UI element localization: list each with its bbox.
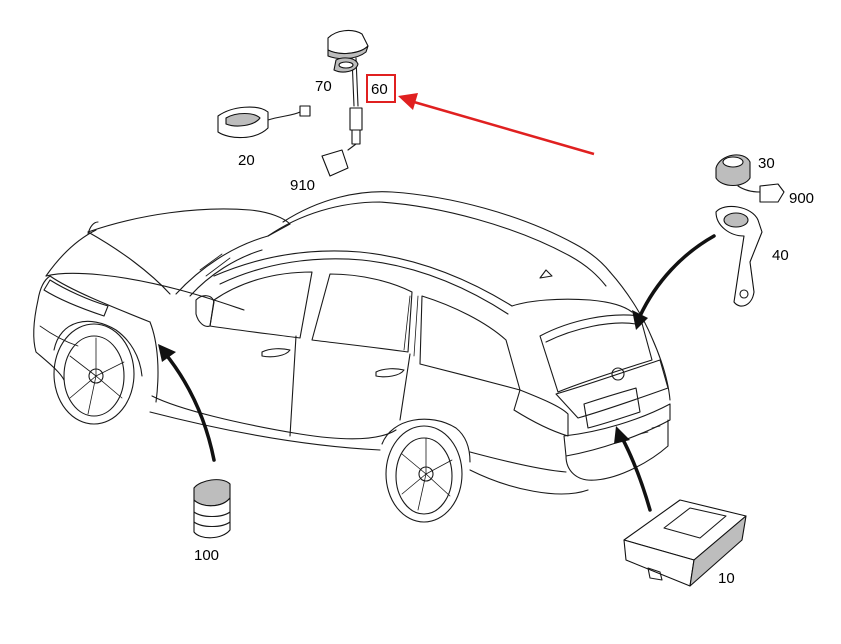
callout-10[interactable]: 10: [718, 570, 735, 587]
callout-70[interactable]: 70: [315, 78, 332, 95]
front-wheel: [53, 320, 143, 425]
callout-labels: 60 70 20 910 30 900 40 100 10: [194, 74, 814, 587]
callout-40[interactable]: 40: [772, 247, 789, 264]
gasket-part-70: [333, 57, 359, 73]
callout-60[interactable]: 60: [371, 81, 388, 98]
callout-910[interactable]: 910: [290, 177, 315, 194]
highlight-box: [366, 74, 396, 103]
vehicle-outline: [33, 191, 671, 523]
highlight-arrow: [398, 93, 595, 156]
antenna-part-60: [327, 29, 369, 151]
sensor-part-100: [193, 479, 231, 539]
antenna-part-20: [217, 105, 311, 139]
leader-arrows: [158, 234, 716, 512]
callout-900[interactable]: 900: [789, 190, 814, 207]
control-unit-part-10: [623, 499, 747, 587]
bracket-part-40: [715, 205, 763, 307]
callout-30[interactable]: 30: [758, 155, 775, 172]
callout-20[interactable]: 20: [238, 152, 255, 169]
rear-wheel: [381, 418, 471, 523]
camera-part-30: [715, 154, 761, 193]
connector-part-910: [321, 149, 349, 177]
plug-part-900: [759, 183, 785, 203]
callout-100[interactable]: 100: [194, 547, 219, 564]
